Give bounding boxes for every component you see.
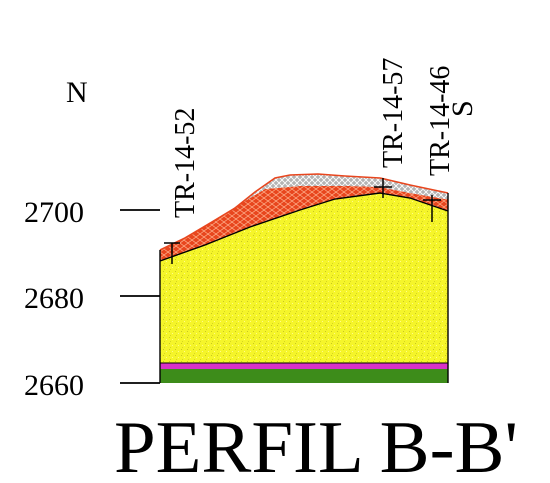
unit-contact-line xyxy=(159,192,449,262)
elevation-label-2700: 2700 xyxy=(24,196,84,229)
borehole-label-tr-14-52: TR-14-52 xyxy=(170,108,201,218)
south-label: S xyxy=(446,100,479,117)
surface-profile-line xyxy=(159,173,449,251)
profile-title: PERFIL B-B' xyxy=(114,407,518,483)
borehole-label-tr-14-46: TR-14-46 xyxy=(425,66,456,176)
magenta-layer xyxy=(160,363,448,369)
yellow-geologic-unit xyxy=(160,193,448,363)
north-label: N xyxy=(66,76,88,109)
elevation-label-2680: 2680 xyxy=(24,282,84,315)
borehole-label-tr-14-57: TR-14-57 xyxy=(378,58,409,168)
elevation-label-2660: 2660 xyxy=(24,369,84,402)
green-base-layer xyxy=(160,369,448,383)
red-geologic-unit xyxy=(160,186,448,261)
